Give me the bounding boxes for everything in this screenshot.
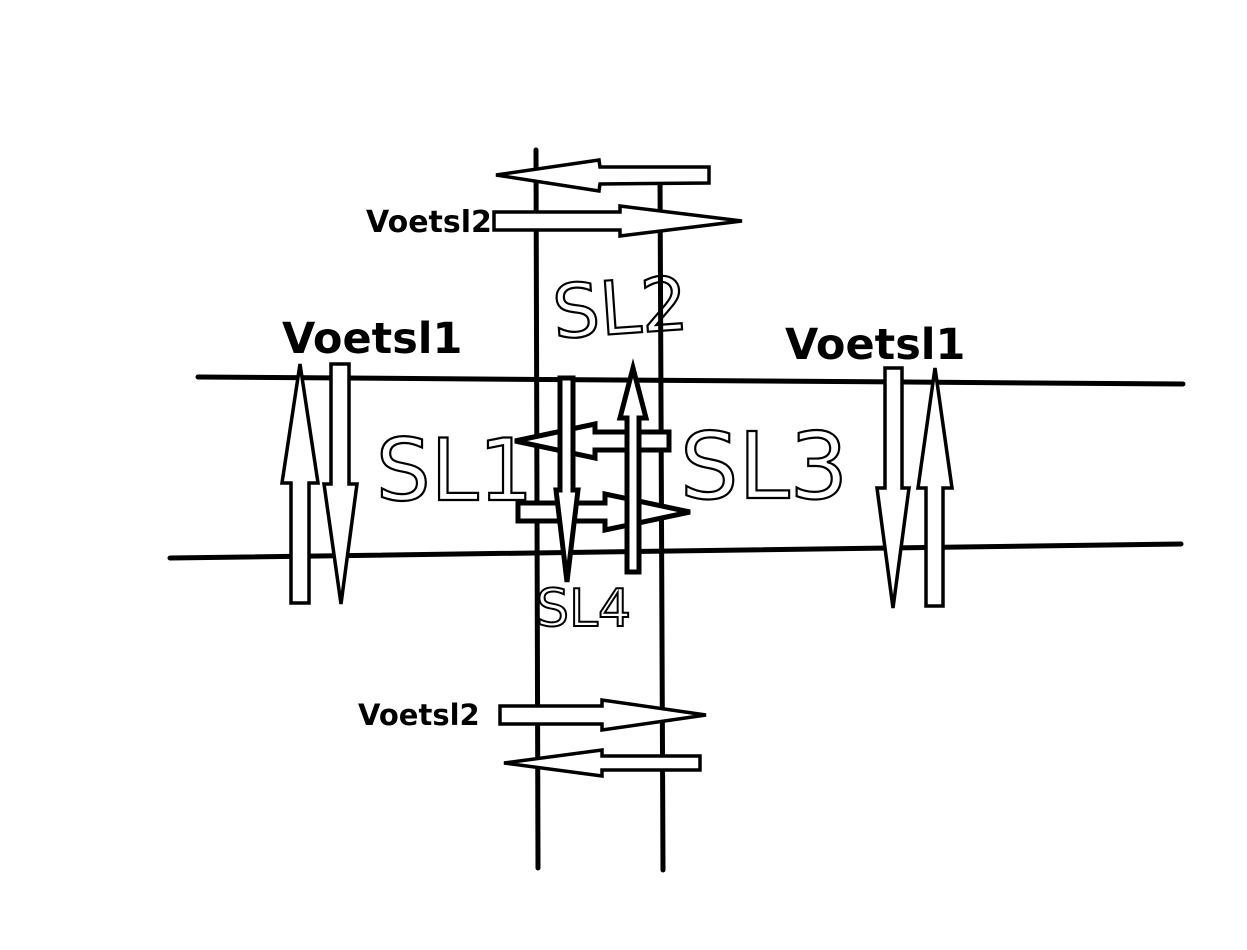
sl3-label: SL3 bbox=[680, 413, 848, 520]
pedestrian-arrows-top bbox=[492, 158, 743, 238]
arrow-down-icon bbox=[553, 375, 581, 583]
voetsl1-right-label: Voetsl1 bbox=[785, 320, 965, 370]
road-vertical-right-edge bbox=[657, 169, 666, 873]
arrow-right-icon bbox=[492, 204, 743, 238]
arrow-up-icon bbox=[616, 358, 650, 575]
pedestrian-arrows-bottom bbox=[498, 697, 707, 778]
road-horizontal-bottom-edge bbox=[167, 541, 1184, 561]
arrow-up-icon bbox=[915, 367, 955, 608]
vehicle-arrows-center bbox=[514, 358, 691, 583]
arrow-right-icon bbox=[498, 697, 707, 733]
pedestrian-arrows-right bbox=[875, 366, 955, 609]
arrow-left-icon bbox=[495, 158, 711, 194]
arrow-right-icon bbox=[515, 490, 691, 534]
voetsl2-top-label: Voetsl2 bbox=[366, 205, 492, 240]
road-horizontal-top-edge bbox=[195, 374, 1186, 387]
arrow-down-icon bbox=[321, 362, 359, 605]
voetsl2-bottom-label: Voetsl2 bbox=[358, 698, 480, 732]
sl2-label: SL2 bbox=[550, 261, 691, 356]
voetsl1-left-label: Voetsl1 bbox=[282, 314, 462, 364]
pedestrian-arrows-left bbox=[279, 362, 359, 605]
sl4-label: SL4 bbox=[536, 579, 631, 639]
arrow-left-icon bbox=[503, 748, 702, 778]
sl1-label: SL1 bbox=[376, 421, 533, 521]
arrow-down-icon bbox=[875, 366, 911, 609]
arrow-up-icon bbox=[279, 363, 321, 605]
